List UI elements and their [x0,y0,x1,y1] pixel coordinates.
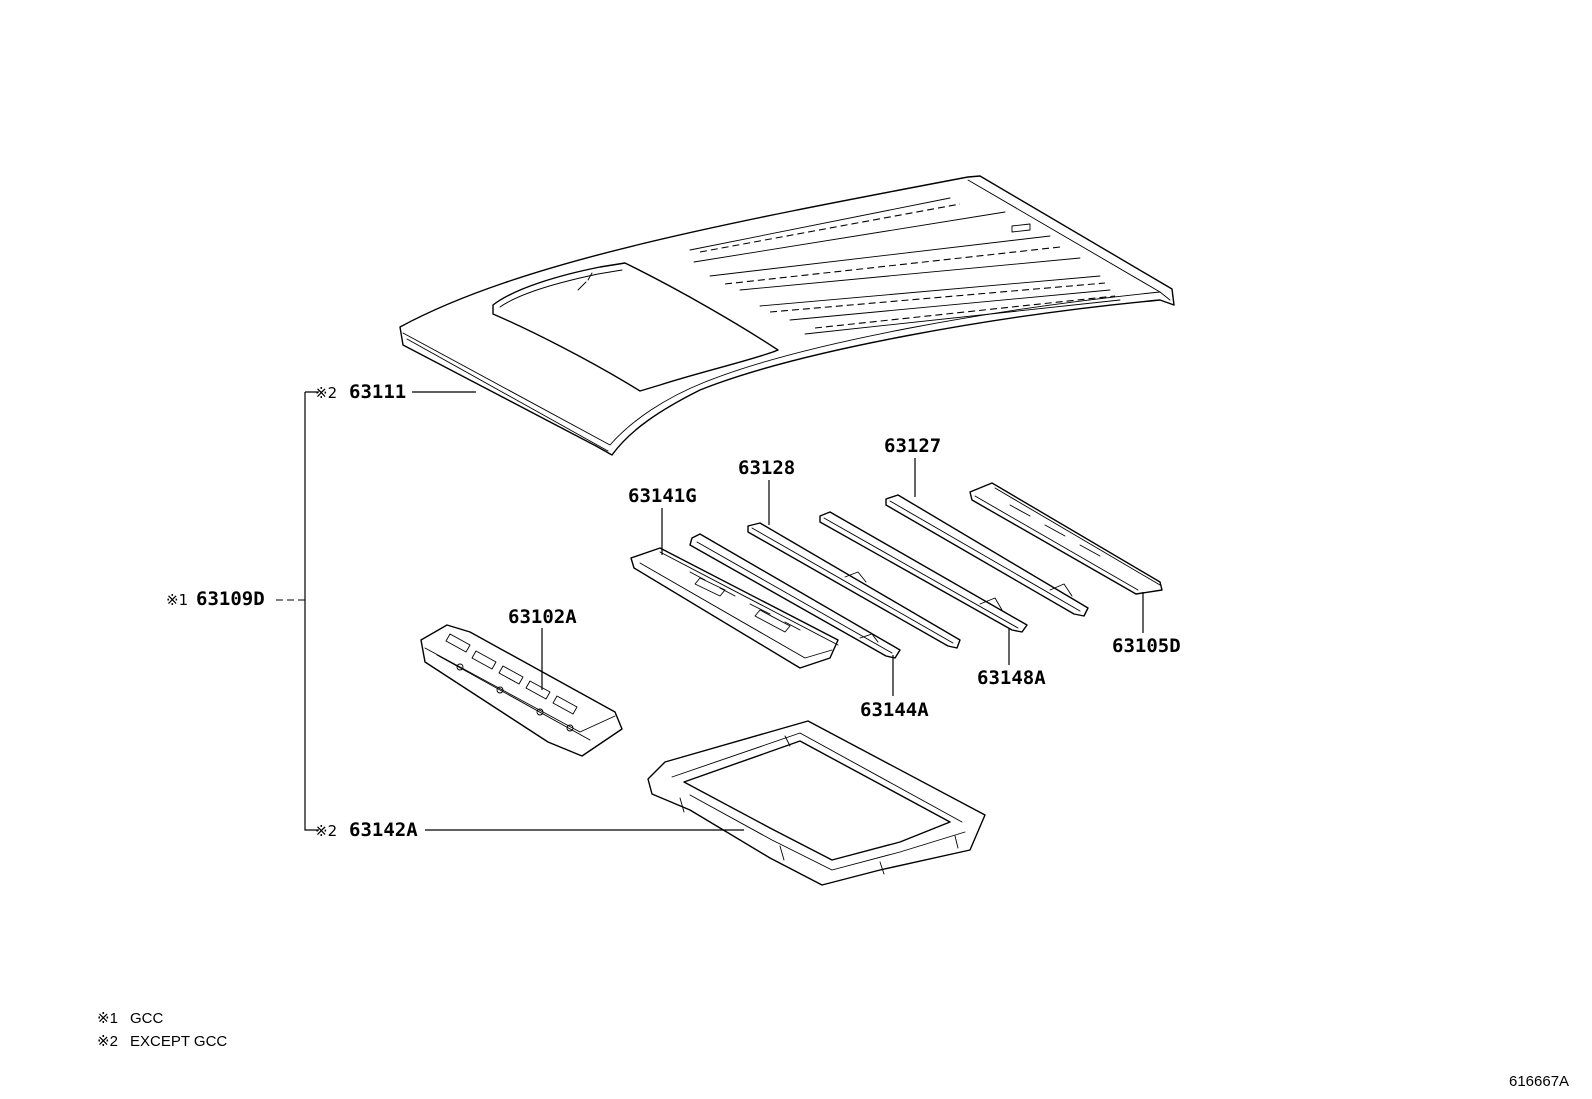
sunroof-frame-drawing [647,720,986,886]
roof-bow-63148a-drawing [819,511,1028,633]
legend-mark-1: ※1 [97,1010,118,1027]
note-mark-63111: ※2 [315,384,337,402]
part-label-63144a[interactable]: 63144A [860,699,929,721]
legend-text-1: GCC [130,1010,164,1027]
part-label-63111[interactable]: 63111 [349,381,406,403]
note-mark-63109d: ※1 [166,591,188,609]
part-label-63148a[interactable]: 63148A [977,667,1046,689]
part-label-63128[interactable]: 63128 [738,457,795,479]
front-bow-drawing [630,547,839,669]
note-mark-63142a: ※2 [315,822,337,840]
front-header-panel-drawing [420,624,623,757]
roof-panel-drawing [399,175,1175,456]
legend-mark-2: ※2 [97,1033,118,1050]
part-label-63127[interactable]: 63127 [884,435,941,457]
legend-text-2: EXCEPT GCC [130,1033,227,1050]
leader-lines [276,391,1144,831]
part-label-63142a[interactable]: 63142A [349,819,418,841]
rear-header-panel-drawing [969,482,1163,595]
roof-bow-63128-drawing [747,522,961,649]
part-label-63109d[interactable]: 63109D [196,588,265,610]
roof-bow-63127-drawing [885,494,1089,617]
roof-bow-63144a-drawing [689,533,901,659]
diagram-id: 616667A [1509,1073,1569,1090]
part-label-63105d[interactable]: 63105D [1112,635,1181,657]
part-label-63141g[interactable]: 63141G [628,485,697,507]
part-label-63102a[interactable]: 63102A [508,606,577,628]
